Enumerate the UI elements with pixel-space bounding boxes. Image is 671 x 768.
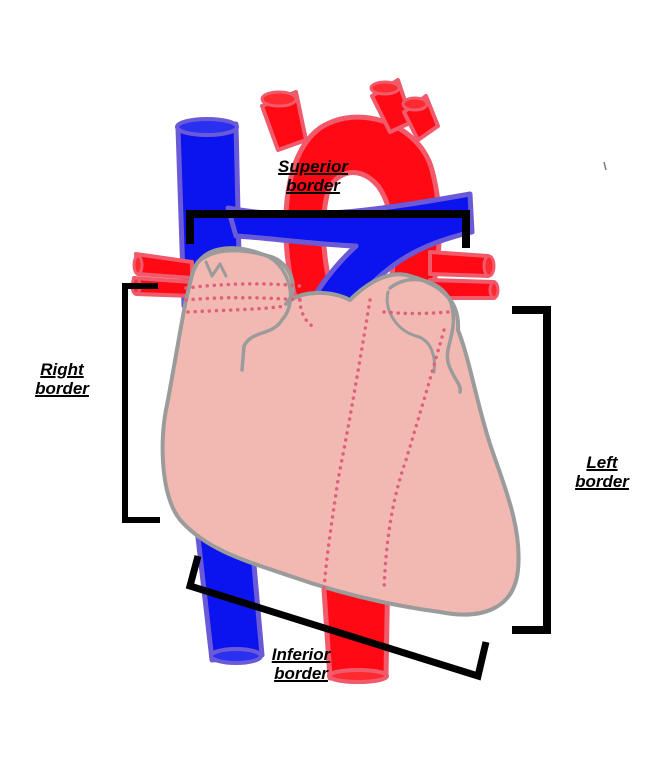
pulmonary-veins-left — [130, 252, 194, 298]
right-border-label-line1: Right — [40, 360, 84, 379]
superior-border-bracket — [186, 210, 470, 248]
dotted-sulcus-lines — [184, 282, 450, 592]
heart-body — [160, 246, 521, 617]
stray-mark — [603, 161, 607, 171]
superior-border-label-line2: border — [286, 176, 340, 195]
left-border-label-line2: border — [575, 472, 629, 491]
inferior-border-label-line2: border — [274, 664, 328, 683]
superior-border-label: Superior border — [258, 157, 368, 195]
left-border-label-line1: Left — [586, 453, 618, 472]
superior-border-label-line1: Superior — [278, 157, 348, 176]
right-border-bracket — [122, 283, 160, 523]
left-border-bracket — [512, 306, 551, 634]
left-border-label: Left border — [560, 453, 644, 491]
right-border-label: Right border — [22, 360, 102, 398]
pulmonary-veins-right — [428, 250, 500, 300]
inferior-border-label: Inferior border — [248, 645, 354, 683]
inferior-border-label-line1: Inferior — [271, 645, 331, 664]
right-border-label-line2: border — [35, 379, 89, 398]
aortic-arch — [260, 78, 442, 325]
inferior-border-bracket — [185, 555, 490, 681]
